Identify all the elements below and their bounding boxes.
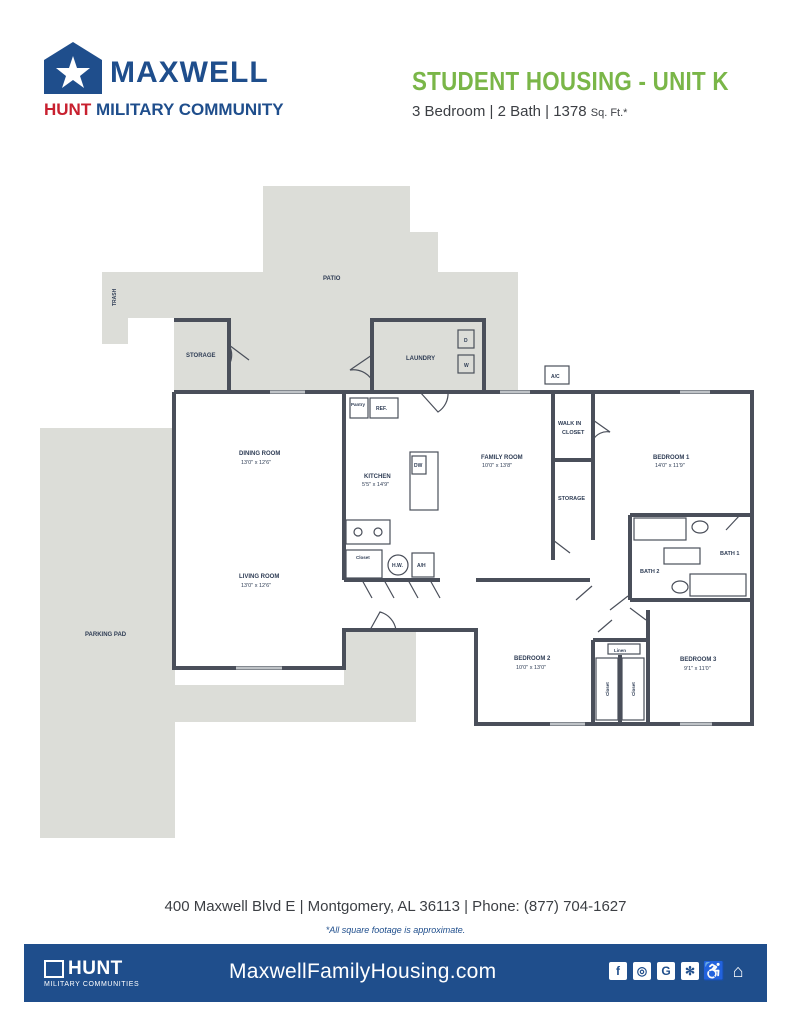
label-bedroom3: BEDROOM 3 — [680, 657, 717, 663]
unit-specs-unit: Sq. Ft.* — [590, 107, 628, 119]
brand-name: MAXWELL — [110, 56, 269, 89]
label-bedroom1: BEDROOM 1 — [653, 455, 690, 461]
label-linen: Linen — [614, 648, 626, 653]
equal-housing-icon: ⌂ — [732, 960, 744, 981]
label-family-dim: 10'0" x 13'8" — [482, 463, 512, 469]
label-bedroom2-dim: 10'0" x 13'0" — [516, 665, 546, 671]
page-title: STUDENT HOUSING - UNIT K — [412, 66, 729, 96]
unit-specs-main: 3 Bedroom | 2 Bath | 1378 — [412, 103, 587, 120]
hunt-sub: MILITARY COMMUNITIES — [44, 981, 140, 988]
address-line: 400 Maxwell Blvd E | Montgomery, AL 3611… — [164, 898, 627, 915]
exterior-areas — [40, 186, 518, 838]
label-bath2: BATH 2 — [640, 569, 659, 575]
label-closet-a: Closet — [605, 682, 610, 696]
label-walkin-2: CLOSET — [562, 430, 585, 436]
label-bedroom2: BEDROOM 2 — [514, 656, 551, 662]
windows — [236, 390, 712, 726]
hunt-word: HUNT — [68, 958, 123, 979]
label-dw: DW — [414, 463, 423, 469]
label-living-dim: 13'0" x 12'6" — [241, 583, 271, 589]
label-laundry-w: W — [464, 363, 469, 369]
walls — [172, 318, 754, 726]
label-patio: PATIO — [323, 276, 341, 282]
hunt-logo: HUNT MILITARY COMMUNITIES — [44, 958, 164, 992]
doors — [228, 344, 741, 633]
label-pantry: Pantry — [351, 402, 366, 407]
fixtures — [345, 329, 747, 721]
label-dining: DINING ROOM — [239, 451, 280, 457]
brand-sub-community: MILITARY COMMUNITY — [95, 100, 284, 119]
label-hw: H.W. — [392, 563, 403, 569]
website-link[interactable]: MaxwellFamilyHousing.com — [229, 960, 497, 983]
maxwell-logo: MAXWELL HUNT MILITARY COMMUNITY — [44, 42, 344, 124]
label-storage-top: STORAGE — [186, 353, 216, 359]
label-laundry-d: D — [464, 338, 468, 344]
label-ref: REF. — [376, 406, 387, 412]
house-star-icon — [44, 42, 102, 94]
footer-bar: HUNT MILITARY COMMUNITIES MaxwellFamilyH… — [24, 944, 767, 1002]
label-trash: TRASH — [112, 288, 118, 306]
label-closet-kitchen: Closet — [356, 555, 370, 560]
label-closet-b: Closet — [631, 682, 636, 696]
facebook-icon[interactable]: f — [609, 962, 627, 980]
brand-sub-hunt: HUNT — [44, 100, 92, 119]
instagram-icon[interactable]: ◎ — [633, 962, 651, 980]
label-walkin: WALK IN — [558, 421, 581, 427]
label-ac-outdoor: A/C — [551, 374, 560, 380]
google-icon[interactable]: G — [657, 962, 675, 980]
label-dining-dim: 13'0" x 12'6" — [241, 460, 271, 466]
social-icons: f ◎ G ✻ ♿ ⌂ — [609, 960, 747, 981]
label-kitchen: KITCHEN — [364, 474, 391, 480]
accessibility-icon: ♿ — [702, 960, 726, 981]
label-family: FAMILY ROOM — [481, 455, 523, 461]
label-ah: A/H — [417, 563, 426, 569]
label-bedroom3-dim: 9'1" x 11'0" — [684, 666, 711, 672]
label-living: LIVING ROOM — [239, 574, 279, 580]
brand-subtitle: HUNT MILITARY COMMUNITY — [44, 100, 284, 120]
label-bath1: BATH 1 — [720, 551, 739, 557]
sqft-note: *All square footage is approximate. — [325, 925, 466, 935]
label-bedroom1-dim: 14'0" x 11'9" — [655, 463, 685, 469]
label-kitchen-dim: 5'5" x 14'9" — [362, 482, 389, 488]
label-parking: PARKING PAD — [85, 632, 127, 638]
label-storage-mid: STORAGE — [558, 496, 585, 502]
yelp-icon[interactable]: ✻ — [681, 962, 699, 980]
label-laundry: LAUNDRY — [406, 356, 435, 362]
unit-specs: 3 Bedroom | 2 Bath | 1378 Sq. Ft.* — [412, 103, 627, 120]
hunt-mark-icon — [44, 960, 64, 978]
